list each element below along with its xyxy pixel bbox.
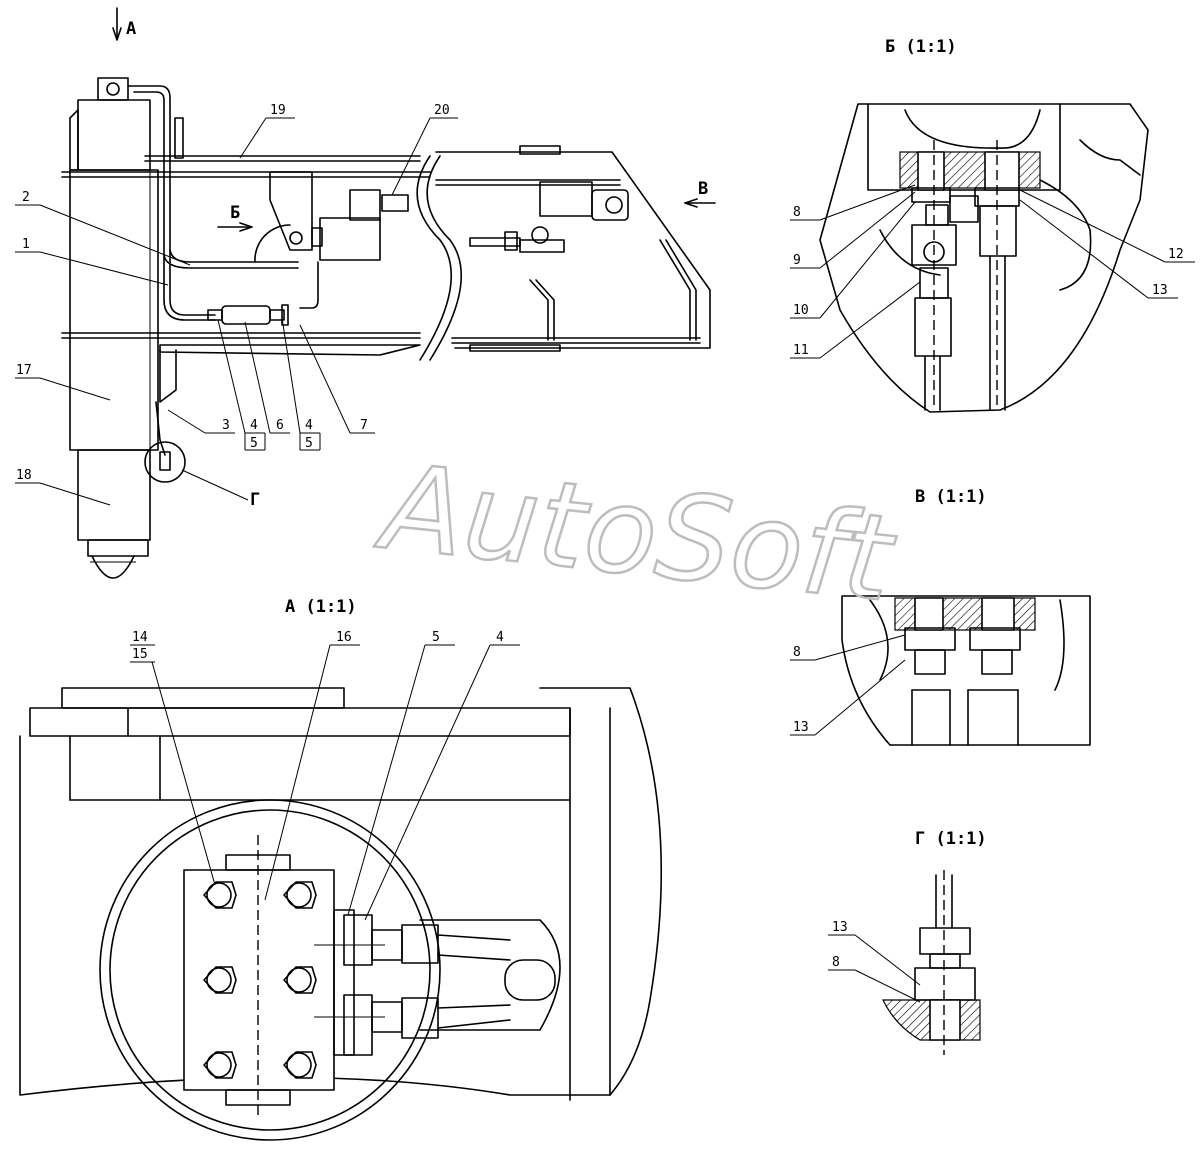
view-a: А (1:1) [19,597,663,1141]
watermark: AutoSoft [370,437,901,629]
main-callout-labels: 2 1 3 4 5 6 4 5 7 17 18 19 20 [16,103,450,483]
view-b: Б (1:1) 8 9 10 11 12 [790,37,1195,413]
view-v-callout-13: 13 [793,720,809,735]
callout-4b: 4 [305,418,313,433]
view-b-callout-13: 13 [1152,283,1168,298]
view-a-callout-5: 5 [432,630,440,645]
arrow-a-icon [112,7,122,41]
view-g-callout-13: 13 [832,920,848,935]
callout-1: 1 [22,237,30,252]
view-a-callout-14: 14 [132,630,148,645]
direction-mark-v: В [698,179,708,199]
callout-6: 6 [276,418,284,433]
view-g: Г (1:1) 13 8 [828,829,987,1055]
view-v: В (1:1) 8 13 [790,487,1091,746]
view-b-callout-11: 11 [793,343,809,358]
view-b-callout-10: 10 [793,303,809,318]
callout-17: 17 [16,363,32,378]
arrow-v-icon [684,198,716,208]
bolt-hexes [203,881,317,1079]
callout-4: 4 [250,418,258,433]
view-b-callout-9: 9 [793,253,801,268]
main-leaders [15,117,458,506]
view-a-callout-4: 4 [496,630,504,645]
view-title-v: В (1:1) [915,487,987,507]
view-a-callout-15: 15 [132,647,148,662]
direction-mark-g: Г [250,490,260,510]
direction-mark-a: А [126,19,136,39]
view-title-a: А (1:1) [285,597,357,617]
view-a-callout-16: 16 [336,630,352,645]
callout-5: 5 [250,436,258,451]
arrow-b-icon [217,222,253,232]
callout-20: 20 [434,103,450,118]
callout-7: 7 [360,418,368,433]
view-b-callout-12: 12 [1168,247,1184,262]
view-g-callout-8: 8 [832,955,840,970]
view-title-g: Г (1:1) [915,829,987,849]
callout-2: 2 [22,190,30,205]
callout-3: 3 [222,418,230,433]
direction-mark-b: Б [230,203,240,223]
view-b-callout-8: 8 [793,205,801,220]
callout-18: 18 [16,468,32,483]
main-view: А [15,7,716,579]
callout-19: 19 [270,103,286,118]
view-v-callout-8: 8 [793,645,801,660]
callout-5b: 5 [305,436,313,451]
view-title-b: Б (1:1) [885,37,957,57]
